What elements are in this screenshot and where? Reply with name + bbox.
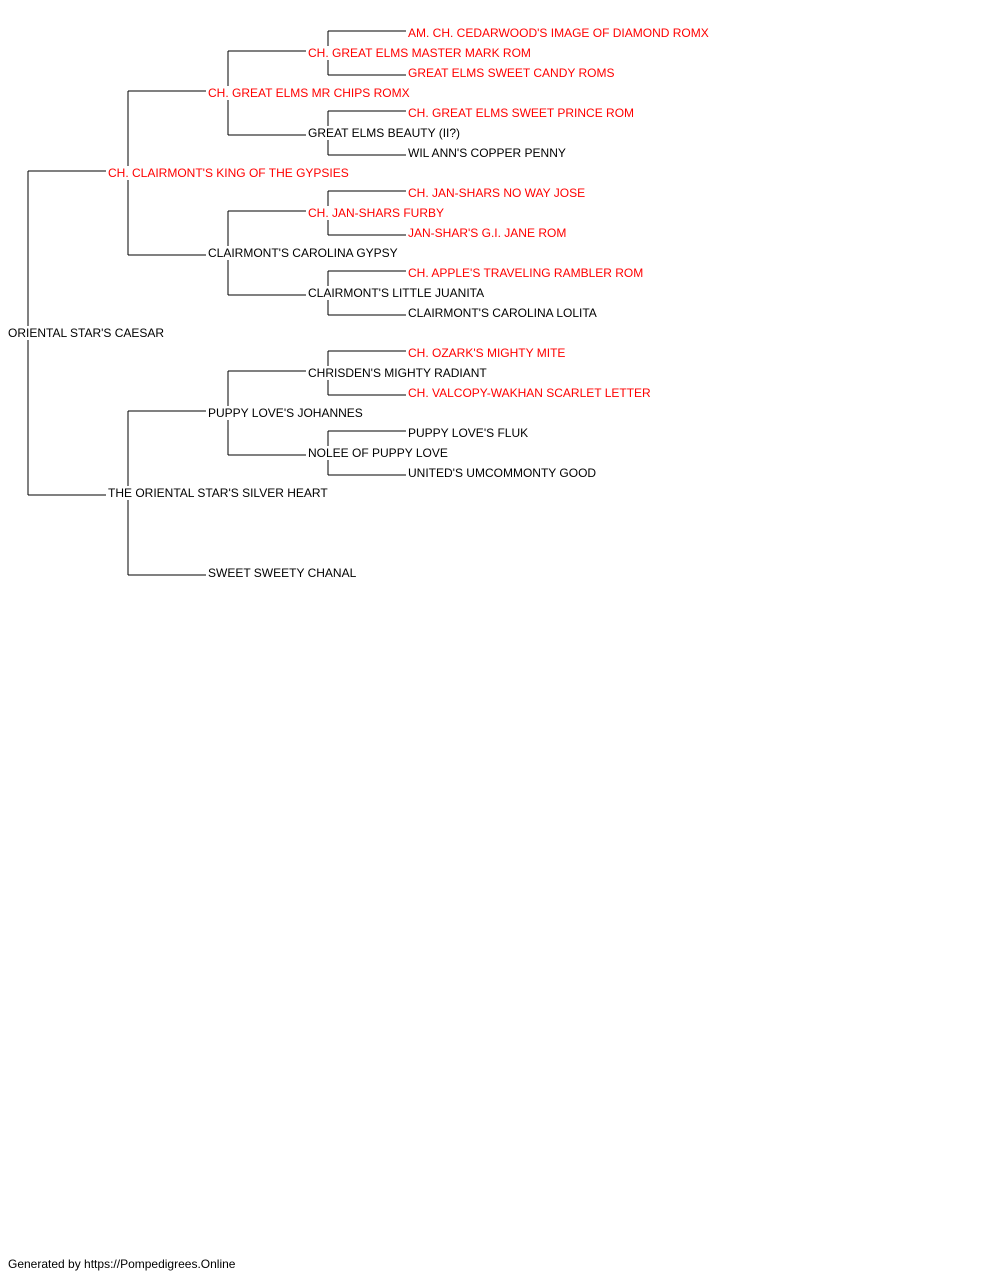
pedigree-node: CLAIRMONT'S CAROLINA LOLITA bbox=[408, 306, 599, 320]
pedigree-node: GREAT ELMS SWEET CANDY ROMS bbox=[408, 66, 617, 80]
pedigree-node: PUPPY LOVE'S JOHANNES bbox=[208, 406, 365, 420]
pedigree-node: CH. APPLE'S TRAVELING RAMBLER ROM bbox=[408, 266, 646, 280]
pedigree-node: UNITED'S UMCOMMONTY GOOD bbox=[408, 466, 599, 480]
pedigree-node: CH. JAN-SHARS NO WAY JOSE bbox=[408, 186, 588, 200]
pedigree-node: CH. JAN-SHARS FURBY bbox=[308, 206, 447, 220]
pedigree-node: CH. CLAIRMONT'S KING OF THE GYPSIES bbox=[108, 166, 351, 180]
pedigree-node: AM. CH. CEDARWOOD'S IMAGE OF DIAMOND ROM… bbox=[408, 26, 711, 40]
pedigree-node: CH. GREAT ELMS SWEET PRINCE ROM bbox=[408, 106, 637, 120]
pedigree-node: CH. GREAT ELMS MR CHIPS ROMX bbox=[208, 86, 412, 100]
pedigree-node: ORIENTAL STAR'S CAESAR bbox=[8, 326, 167, 340]
pedigree-node: CH. OZARK'S MIGHTY MITE bbox=[408, 346, 568, 360]
pedigree-node: JAN-SHAR'S G.I. JANE ROM bbox=[408, 226, 569, 240]
pedigree-node: SWEET SWEETY CHANAL bbox=[208, 566, 359, 580]
footer-credit: Generated by https://Pompedigrees.Online bbox=[8, 1257, 236, 1271]
pedigree-node: CH. VALCOPY-WAKHAN SCARLET LETTER bbox=[408, 386, 653, 400]
pedigree-node: CLAIRMONT'S LITTLE JUANITA bbox=[308, 286, 487, 300]
pedigree-node: WIL ANN'S COPPER PENNY bbox=[408, 146, 568, 160]
pedigree-node: NOLEE OF PUPPY LOVE bbox=[308, 446, 450, 460]
pedigree-node: PUPPY LOVE'S FLUK bbox=[408, 426, 531, 440]
pedigree-node: CH. GREAT ELMS MASTER MARK ROM bbox=[308, 46, 533, 60]
pedigree-node: THE ORIENTAL STAR'S SILVER HEART bbox=[108, 486, 330, 500]
pedigree-node: GREAT ELMS BEAUTY (II?) bbox=[308, 126, 463, 140]
pedigree-node: CHRISDEN'S MIGHTY RADIANT bbox=[308, 366, 489, 380]
pedigree-node: CLAIRMONT'S CAROLINA GYPSY bbox=[208, 246, 400, 260]
